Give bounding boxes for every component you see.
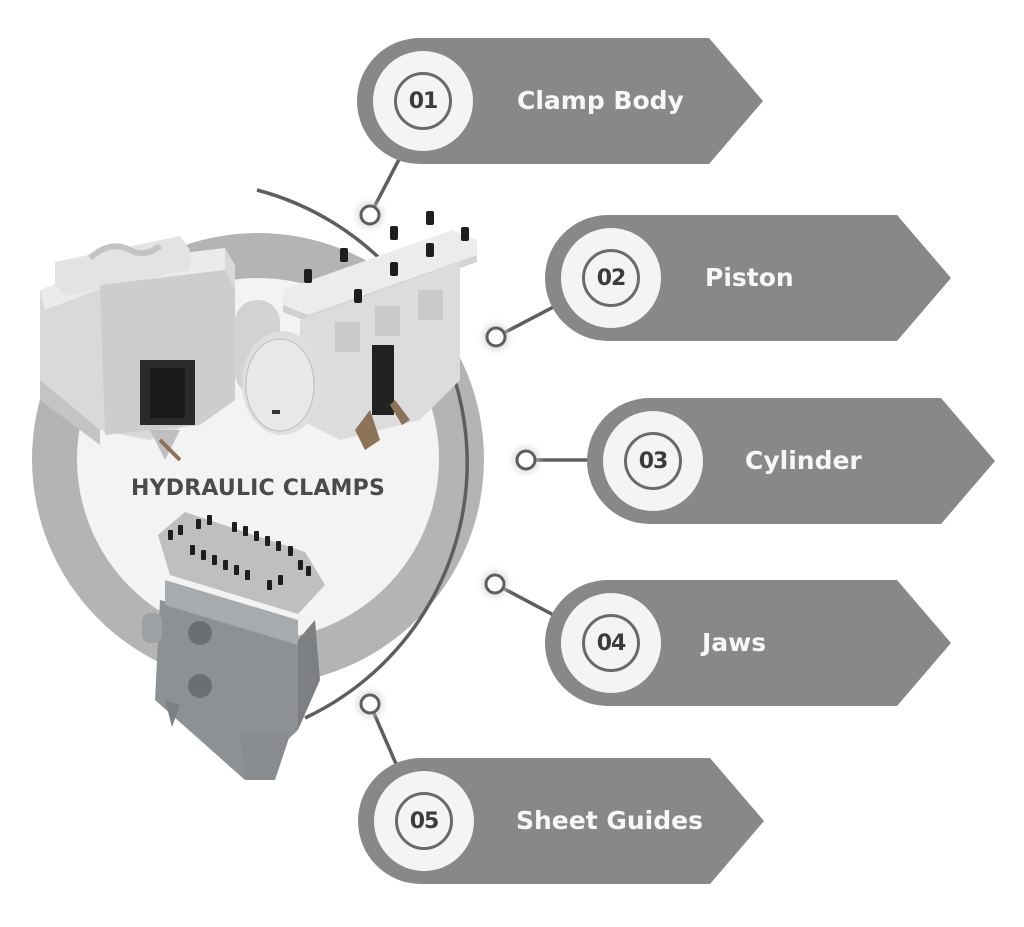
node-04 [481, 570, 509, 598]
component-label: Cylinder [745, 446, 862, 475]
clamp-assembly-bottom [142, 512, 325, 780]
node-02 [482, 323, 510, 351]
node-05 [356, 690, 384, 718]
number-badge-ring: 01 [394, 72, 452, 130]
number-badge: 03 [603, 411, 703, 511]
number-badge-ring: 02 [582, 249, 640, 307]
diagram-title: HYDRAULIC CLAMPS [130, 476, 386, 501]
component-label: Jaws [702, 628, 767, 657]
component-label: Sheet Guides [516, 806, 703, 835]
component-label: Clamp Body [517, 86, 684, 115]
component-item-02: 02 Piston [545, 215, 955, 341]
connector-arc [256, 188, 469, 720]
component-item-01: 01 Clamp Body [357, 38, 767, 164]
number-badge-ring: 04 [582, 614, 640, 672]
number-badge: 01 [373, 51, 473, 151]
component-item-04: 04 Jaws [545, 580, 955, 706]
clamp-assembly-right [242, 211, 477, 450]
node-01 [356, 201, 384, 229]
number-badge-ring: 03 [624, 432, 682, 490]
number-badge: 05 [374, 771, 474, 871]
component-item-03: 03 Cylinder [587, 398, 999, 524]
node-03 [512, 446, 540, 474]
component-item-05: 05 Sheet Guides [358, 758, 768, 884]
number-badge: 02 [561, 228, 661, 328]
component-label: Piston [705, 263, 794, 292]
number-badge: 04 [561, 593, 661, 693]
number-badge-ring: 05 [395, 792, 453, 850]
